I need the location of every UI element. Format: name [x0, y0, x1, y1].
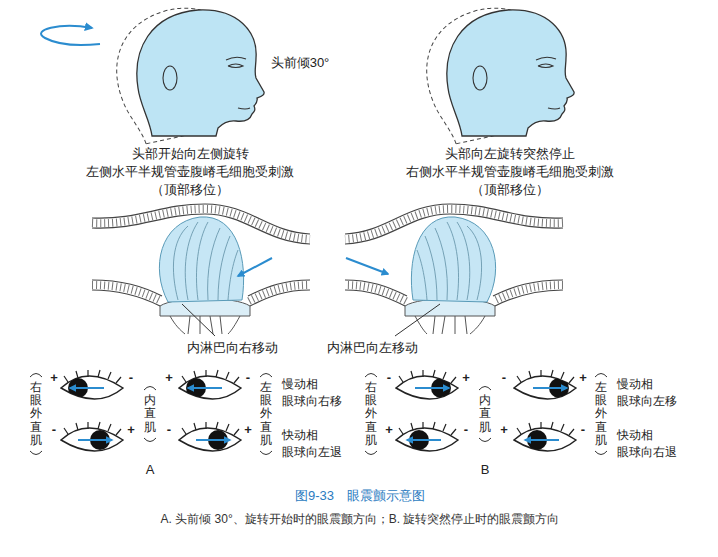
svg-line [196, 439, 230, 441]
sign-symbol: - [502, 370, 506, 386]
svg-path [238, 108, 250, 109]
svg-path [226, 57, 246, 60]
svg-use [61, 370, 123, 399]
caption-note: A. 头前倾 30°、旋转开始时的眼震颤方向；B. 旋转突然停止时的眼震颤方向 [161, 512, 560, 526]
phase-label: 眼球向左移 [617, 394, 677, 408]
ampulla-right [345, 204, 563, 334]
stimulus-label: （顶部移位） [151, 182, 229, 198]
sign-symbol: + [462, 370, 470, 386]
sign-symbol: + [385, 422, 393, 438]
head [137, 10, 264, 136]
flow-arrow [238, 258, 272, 276]
phase-label: 快动相 [617, 428, 653, 442]
svg-line [533, 387, 567, 389]
svg-path [595, 374, 607, 455]
sign-symbol: + [165, 370, 173, 386]
muscle-label: 左眼外直肌 [595, 381, 607, 447]
svg-use [396, 370, 458, 399]
rotation-arrow [41, 26, 100, 45]
svg-use [514, 370, 576, 399]
right-head [415, 0, 574, 147]
svg-line [188, 387, 222, 389]
eye [179, 370, 241, 399]
eye [61, 422, 123, 451]
sign-symbol: + [579, 370, 587, 386]
face-features [163, 57, 250, 109]
sign-symbol: - [581, 422, 585, 438]
eye [514, 422, 576, 451]
sign-symbol: - [387, 370, 391, 386]
leader-line [182, 304, 215, 336]
flow-arrow [346, 258, 388, 274]
svg-path [365, 374, 377, 455]
muscle-label: 右眼外直肌 [365, 381, 377, 447]
svg-path [479, 387, 491, 442]
svg-ellipse [163, 66, 177, 90]
ampulla-left [92, 204, 310, 334]
stimulus-label: 左侧水平半规管壶腹嵴毛细胞受刺激 [86, 164, 294, 180]
sign-symbol: - [464, 422, 468, 438]
panel-letter: B [481, 462, 490, 478]
muscle-label: 内直肌 [144, 394, 156, 434]
eye [396, 370, 458, 399]
phase-label: 眼球向右移 [282, 394, 342, 408]
phase-label: 慢动相 [617, 377, 653, 391]
svg-use [396, 422, 458, 451]
eye [514, 370, 576, 399]
svg-path [538, 64, 553, 68]
svg-use [61, 422, 123, 451]
leader-line [395, 304, 440, 336]
svg-g [473, 57, 560, 109]
sign-symbol: + [500, 422, 508, 438]
phase-label: 慢动相 [282, 377, 318, 391]
svg-use [179, 422, 241, 451]
svg-path [536, 57, 556, 60]
phase-label: 眼球向右退 [617, 445, 677, 459]
stimulus-label: （顶部移位） [471, 182, 549, 198]
sign-symbol: - [167, 422, 171, 438]
eye [61, 370, 123, 399]
svg-line [70, 387, 104, 389]
svg-path [30, 374, 42, 455]
stimulus-label: 右侧水平半规管壶腹嵴毛细胞受刺激 [406, 164, 614, 180]
eye [179, 422, 241, 451]
svg-line [525, 439, 559, 441]
sign-symbol: + [50, 370, 58, 386]
svg-line [78, 439, 112, 441]
flow-label: 内淋巴向右移动 [187, 340, 278, 356]
figure-caption: 图9-33 眼震颤示意图 [295, 488, 425, 504]
muscle-label: 右眼外直肌 [30, 381, 42, 447]
sign-symbol: - [129, 370, 133, 386]
muscle-label: 左眼外直肌 [260, 381, 272, 447]
phase-label: 快动相 [282, 428, 318, 442]
svg-path [144, 387, 156, 442]
sign-symbol: - [246, 370, 250, 386]
svg-use [179, 370, 241, 399]
svg-ellipse [473, 66, 487, 90]
panel-letter: A [146, 462, 155, 478]
tilt-label: 头前倾30° [271, 55, 330, 71]
svg-line [415, 387, 449, 389]
sign-symbol: + [127, 422, 135, 438]
phase-label: 眼球向左退 [282, 445, 342, 459]
svg-path [548, 108, 560, 109]
stimulus-label: 头部开始向左侧旋转 [132, 146, 249, 162]
sign-symbol: - [52, 422, 56, 438]
svg-path [260, 374, 272, 455]
stimulus-label: 头部向左旋转突然停止 [445, 146, 575, 162]
eye [396, 422, 458, 451]
svg-use [447, 10, 574, 136]
sign-symbol: + [244, 422, 252, 438]
svg-line [407, 439, 441, 441]
flow-label: 内淋巴向左移动 [327, 340, 418, 356]
svg-use [514, 422, 576, 451]
muscle-label: 内直肌 [479, 394, 491, 434]
svg-path [228, 64, 243, 68]
